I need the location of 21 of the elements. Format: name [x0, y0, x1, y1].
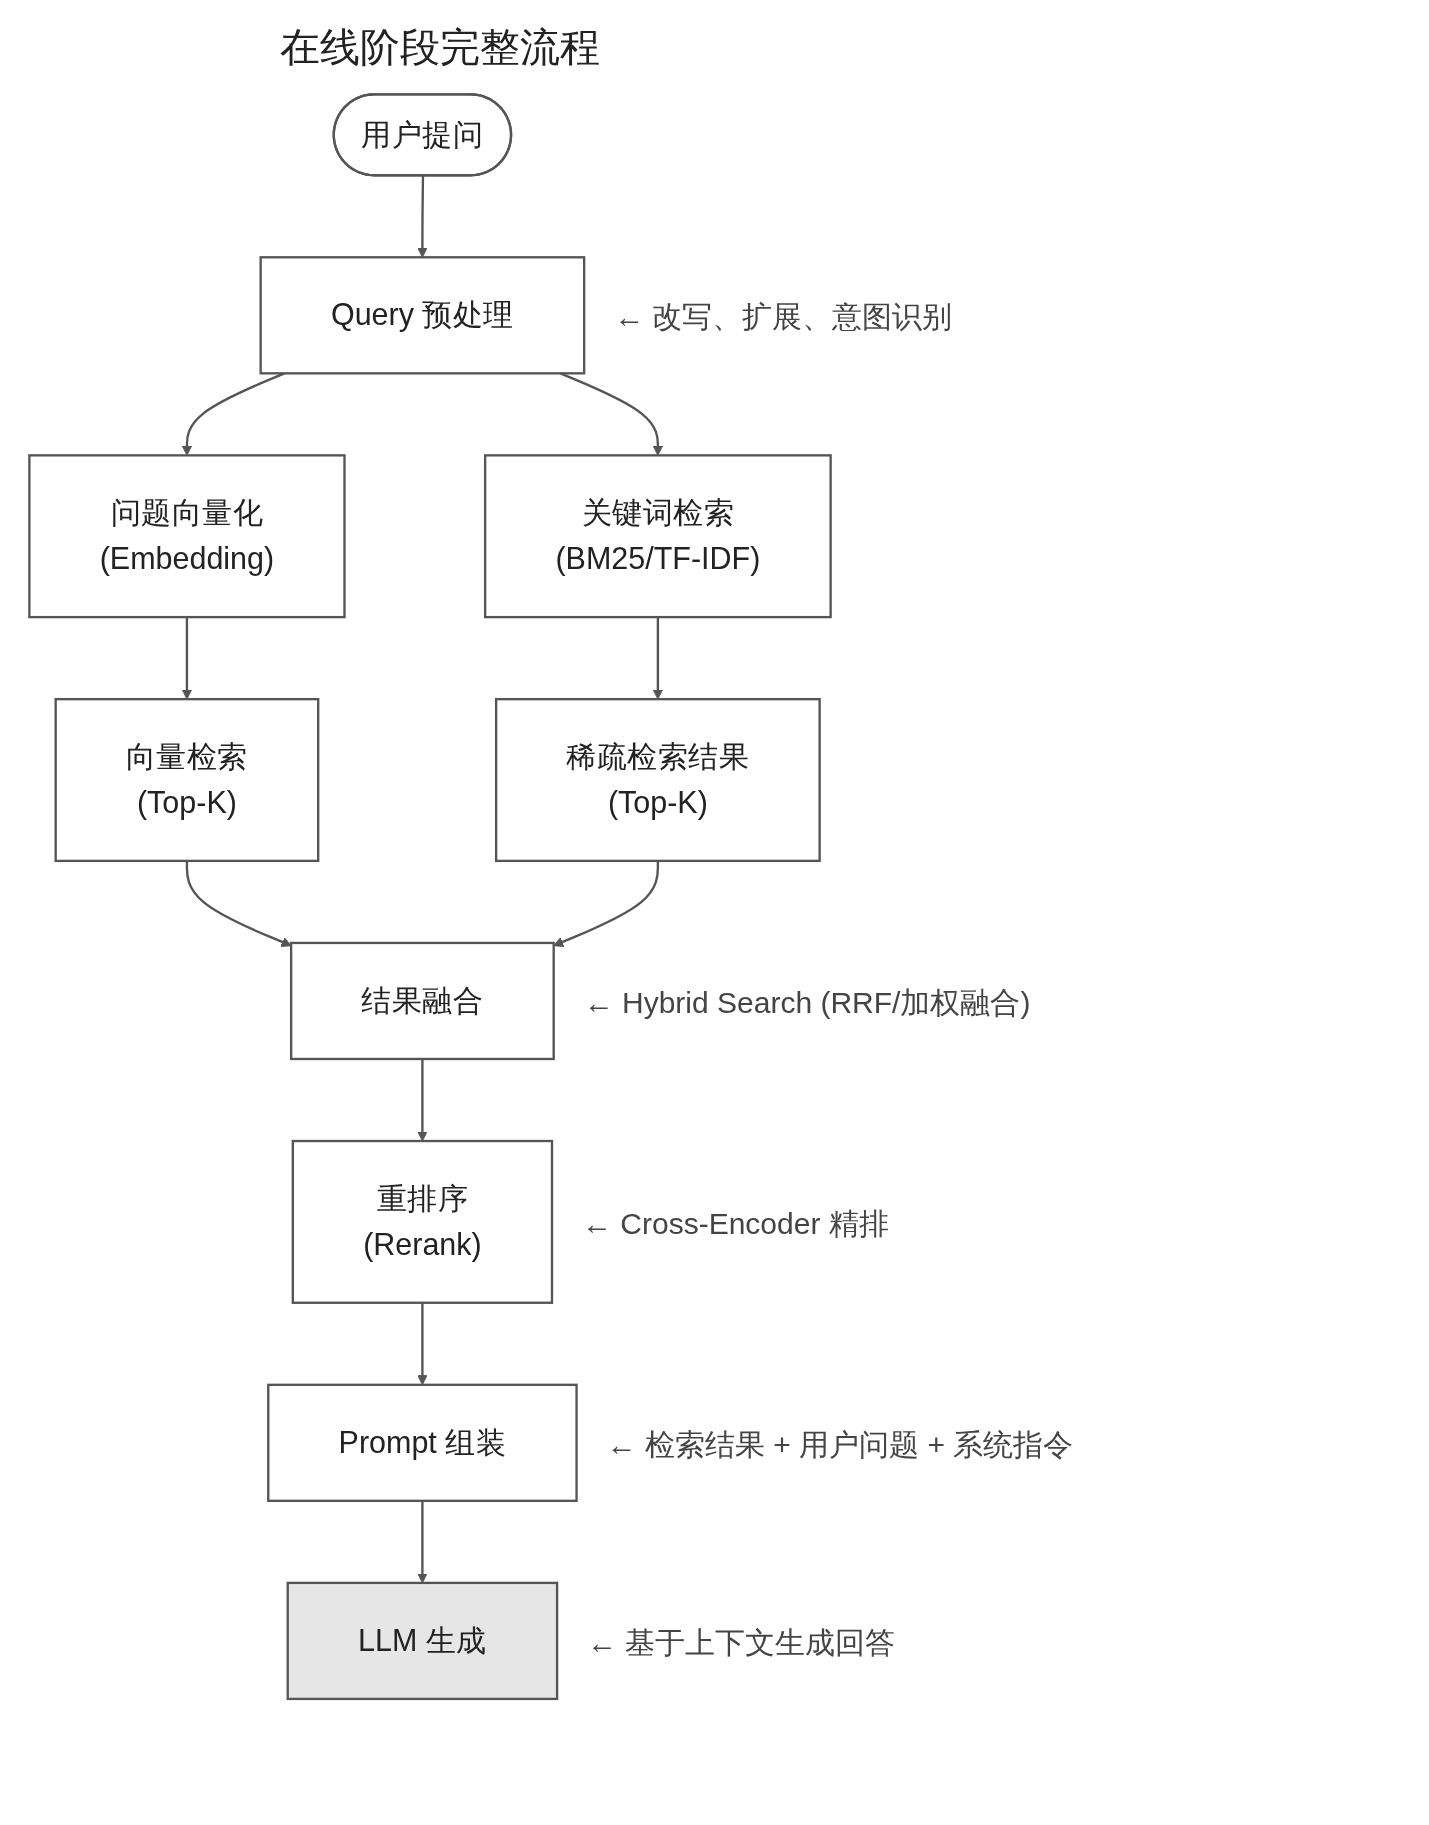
arrow	[185, 860, 292, 947]
annotation-text: ← 检索结果 + 用户问题 + 系统指令	[606, 1426, 1074, 1463]
arrow	[181, 617, 193, 700]
arrow	[553, 860, 660, 947]
diagram-title: 在线阶段完整流程	[280, 24, 600, 71]
node-box: 向量检索 (Top-K)	[54, 698, 320, 863]
node-box: 稀疏检索结果 (Top-K)	[494, 698, 821, 863]
node-box: 结果融合	[289, 941, 555, 1061]
node-box: Query 预处理	[259, 256, 586, 375]
arrow	[417, 1059, 428, 1142]
annotation-text: ← Cross-Encoder 精排	[582, 1205, 889, 1242]
node-box: 重排序 (Rerank)	[291, 1139, 554, 1304]
node-box: 关键词检索 (BM25/TF-IDF)	[483, 454, 832, 619]
node-box: LLM 生成	[286, 1581, 559, 1701]
annotation-text: ← 改写、扩展、意图识别	[614, 299, 953, 336]
annotation-text: ← Hybrid Search (RRF/加权融合)	[583, 984, 1031, 1021]
node-box: 问题向量化 (Embedding)	[28, 454, 346, 619]
node-box: Prompt 组装	[267, 1383, 578, 1502]
arrow	[417, 175, 428, 258]
arrow	[652, 617, 664, 700]
annotation-text: ← 基于上下文生成回答	[587, 1624, 896, 1661]
